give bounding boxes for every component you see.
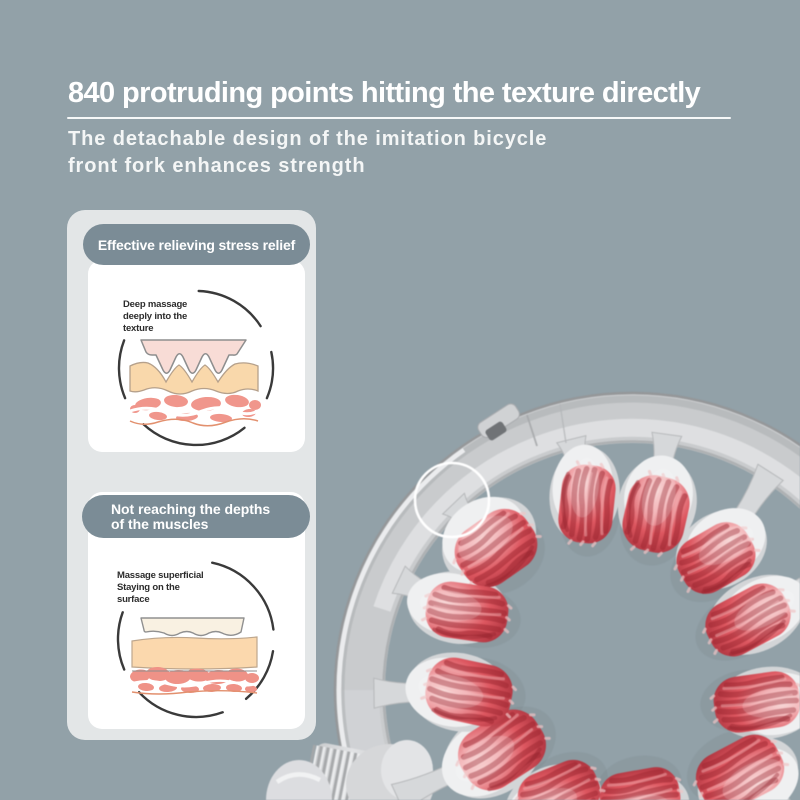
svg-text:Deep massage: Deep massage bbox=[123, 299, 187, 310]
svg-text:Massage superficial: Massage superficial bbox=[117, 570, 204, 581]
svg-text:surface: surface bbox=[117, 594, 149, 605]
svg-text:deeply into the: deeply into the bbox=[123, 311, 187, 322]
svg-text:Staying on the: Staying on the bbox=[117, 582, 180, 593]
svg-text:texture: texture bbox=[123, 323, 153, 334]
